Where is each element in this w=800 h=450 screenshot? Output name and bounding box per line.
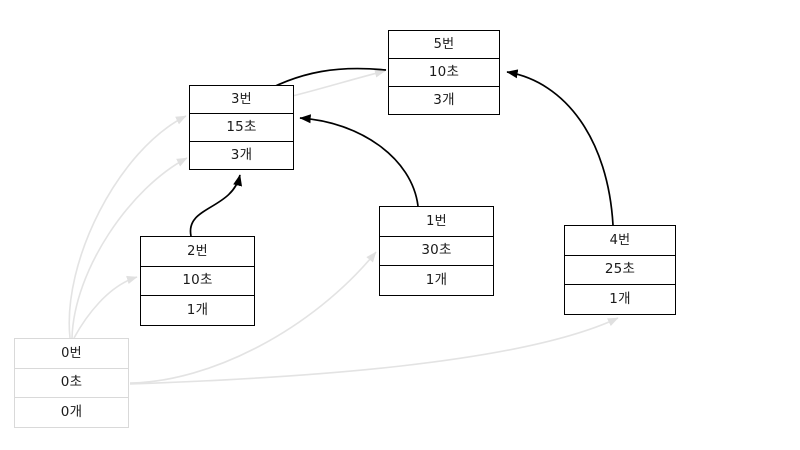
node-2-count: 1개 — [186, 301, 209, 318]
node-5-count: 3개 — [433, 91, 455, 108]
node-1-time: 30초 — [380, 237, 493, 267]
node-2-index: 2번 — [141, 237, 254, 267]
graph-node-2[interactable]: 2번 10초 1개 — [140, 236, 255, 326]
node-4-time: 25초 — [565, 256, 675, 286]
graph-node-3[interactable]: 3번 15초 3개 — [189, 85, 294, 170]
edge-0-to-4 — [129, 317, 619, 385]
node-2-time: 10초 — [141, 267, 254, 297]
node-3-count: 3개 — [230, 146, 253, 163]
graph-node-0[interactable]: 0번 0초 0개 — [14, 338, 129, 428]
node-4-index: 4번 — [565, 226, 675, 256]
node-3-time: 15초 — [190, 114, 293, 142]
edge-0-to-1 — [129, 251, 377, 384]
node-5-index: 5번 — [389, 31, 499, 59]
node-0-index: 0번 — [15, 339, 128, 369]
edge-0-to-3-b — [71, 157, 188, 339]
node-1-count: 1개 — [425, 271, 448, 288]
node-5-time: 10초 — [389, 59, 499, 87]
graph-node-1[interactable]: 1번 30초 1개 — [379, 206, 494, 296]
graph-node-5[interactable]: 5번 10초 3개 — [388, 30, 500, 115]
edge-0-to-2 — [73, 275, 138, 339]
edge-0-to-3-a — [68, 115, 187, 339]
node-1-index: 1번 — [380, 207, 493, 237]
node-0-time: 0초 — [15, 369, 128, 399]
edge-4-to-5 — [506, 69, 614, 226]
node-4-count: 1개 — [609, 290, 631, 307]
edge-2-to-3 — [189, 174, 243, 237]
node-3-index: 3번 — [190, 86, 293, 114]
edge-1-to-3 — [299, 114, 419, 207]
node-0-count: 0개 — [60, 403, 83, 420]
graph-node-4[interactable]: 4번 25초 1개 — [564, 225, 676, 315]
